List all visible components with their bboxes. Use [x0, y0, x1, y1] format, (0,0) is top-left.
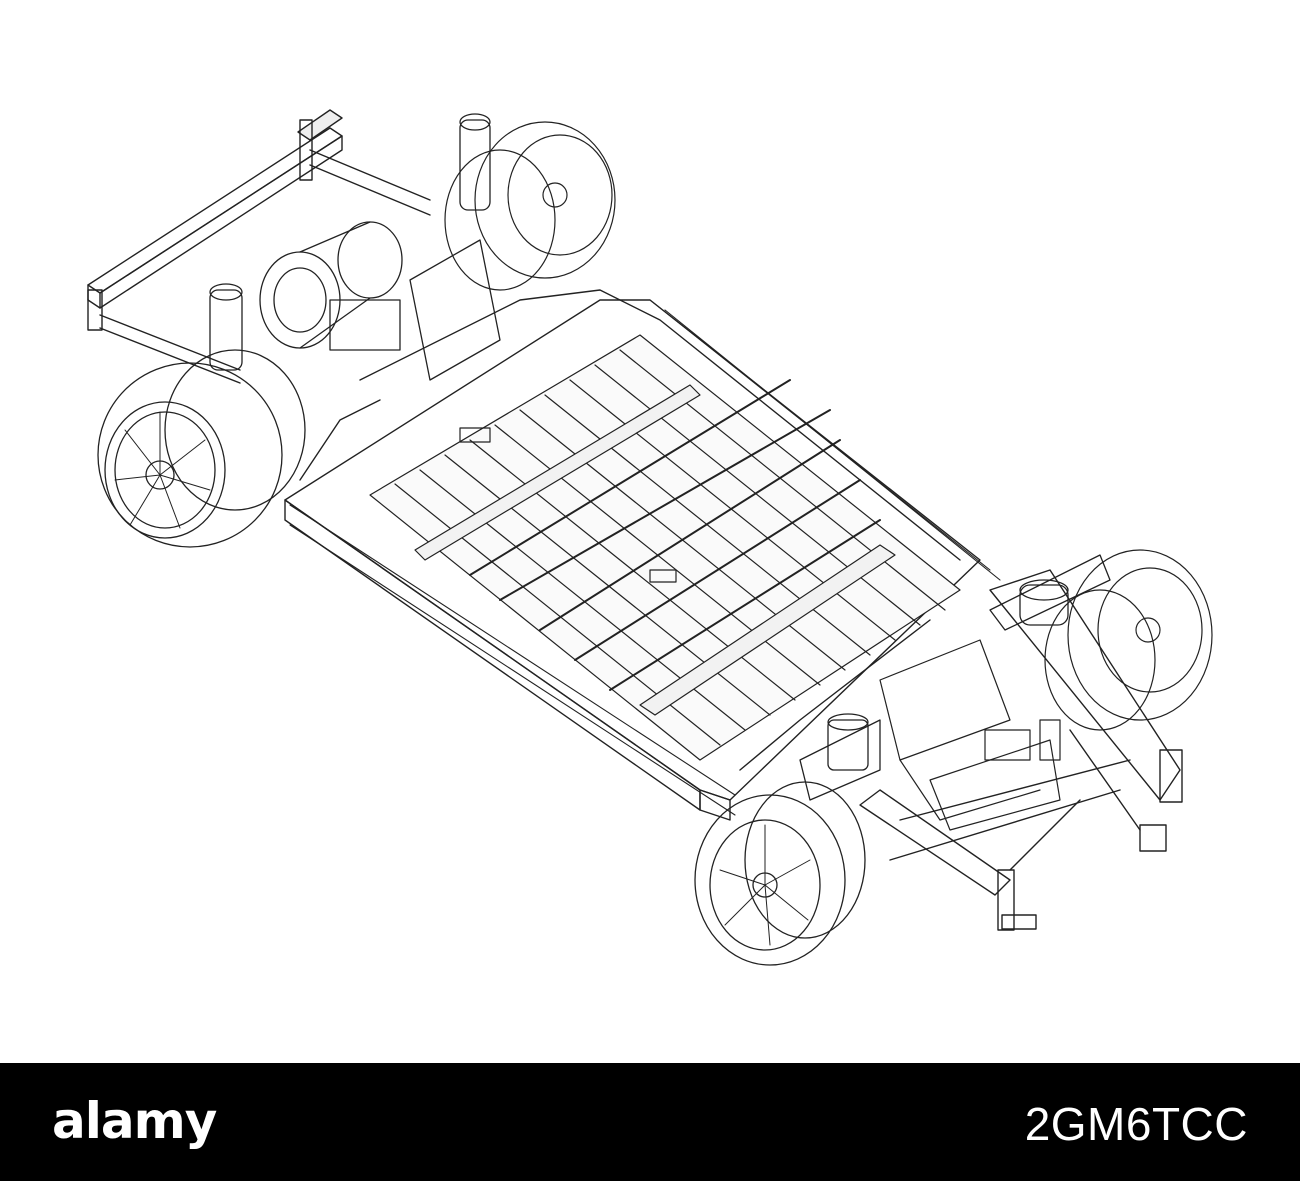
watermark-footer: alamy 2GM6TCC [0, 1063, 1300, 1181]
side-sill [289, 299, 1001, 816]
chassis-wireframe-svg [87, 109, 1213, 966]
front-right-wheel [1044, 549, 1213, 731]
chassis-floor [284, 289, 981, 821]
front-struts [799, 554, 1111, 801]
battery-pack [369, 334, 961, 761]
brand-logo: alamy [52, 1092, 217, 1150]
chassis-wireframe-illustration [87, 109, 1213, 966]
front-drive-unit [879, 639, 1061, 831]
rear-right-wheel [444, 121, 616, 291]
rear-drive-unit [209, 113, 501, 381]
image-id: 2GM6TCC [1024, 1098, 1248, 1150]
rear-crash-frame [87, 109, 431, 384]
rear-left-wheel [97, 349, 306, 548]
front-subframe [859, 569, 1183, 931]
front-left-wheel [694, 781, 866, 966]
